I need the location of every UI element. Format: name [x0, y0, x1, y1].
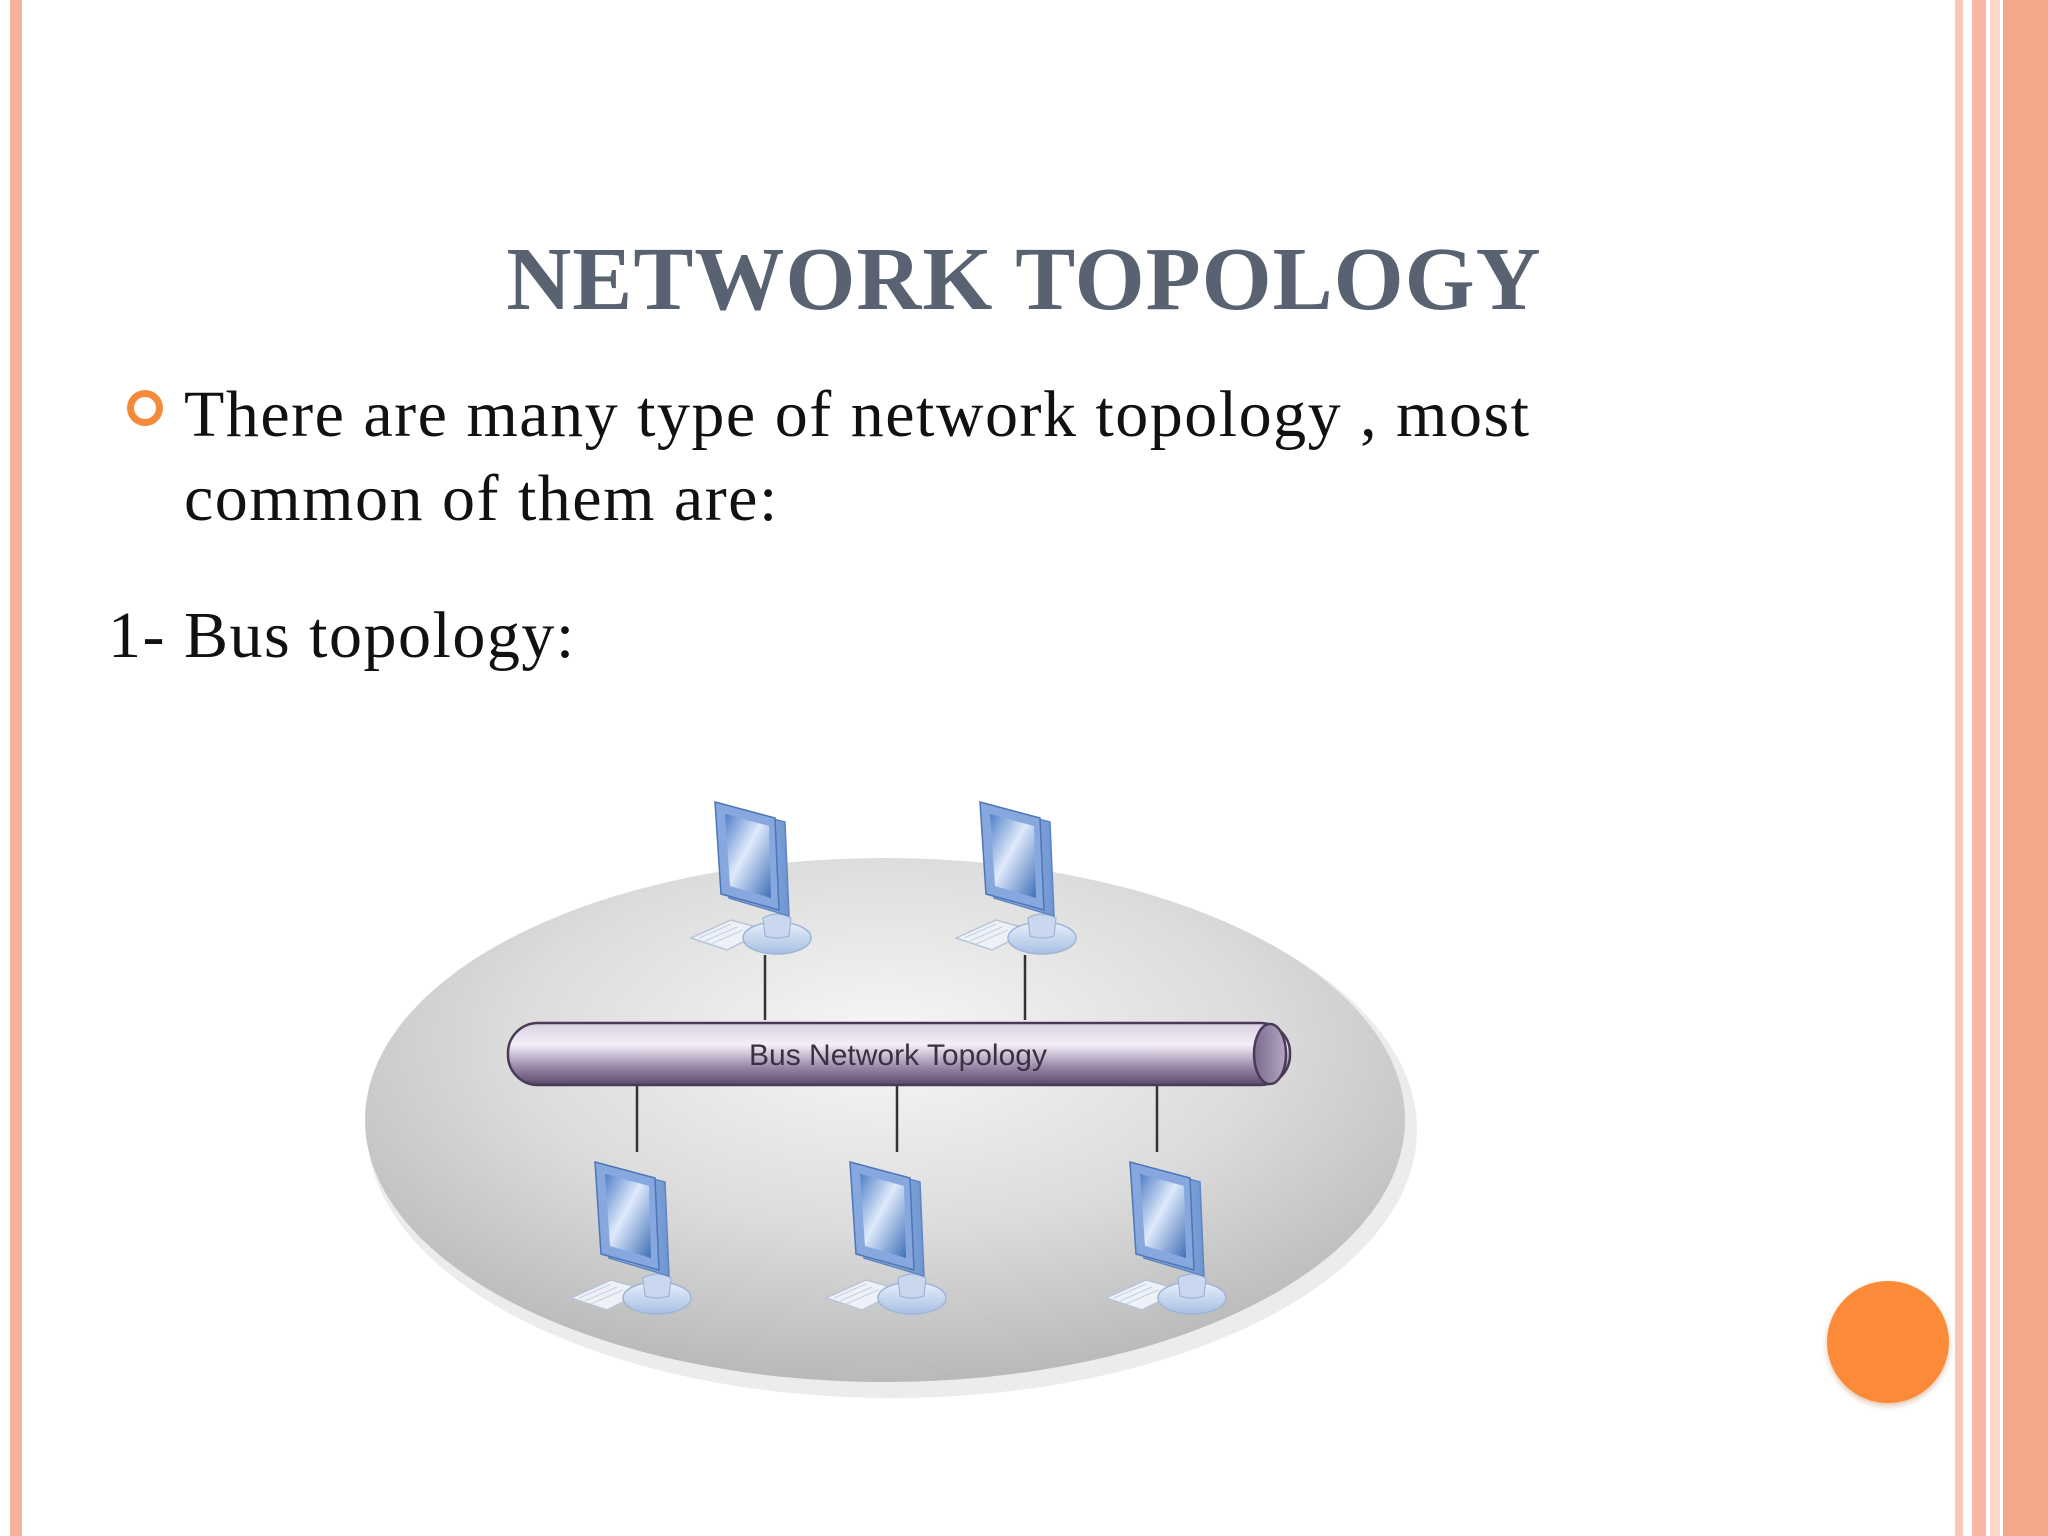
slide-title: NETWORK TOPOLOGY: [506, 230, 1542, 329]
bullet-ring-icon: [127, 390, 163, 426]
right-border-stripe: [1990, 0, 2000, 1536]
left-border-decoration: [10, 0, 22, 1536]
bullet-text: There are many type of network topology …: [184, 378, 1531, 535]
bus-cable: Bus Network Topology: [506, 1021, 1292, 1087]
bus-topology-diagram: Bus Network Topology: [365, 801, 1417, 1398]
connector-lines: [635, 955, 1159, 1152]
bus-label: Bus Network Topology: [749, 1039, 1047, 1072]
right-border-stripe: [1972, 0, 1986, 1536]
orange-circle-decoration: [1827, 1281, 1949, 1403]
right-border-stripe: [1955, 0, 1963, 1536]
bus-topology-heading: 1- Bus topology:: [108, 599, 576, 672]
right-border-stripe: [2003, 0, 2048, 1536]
